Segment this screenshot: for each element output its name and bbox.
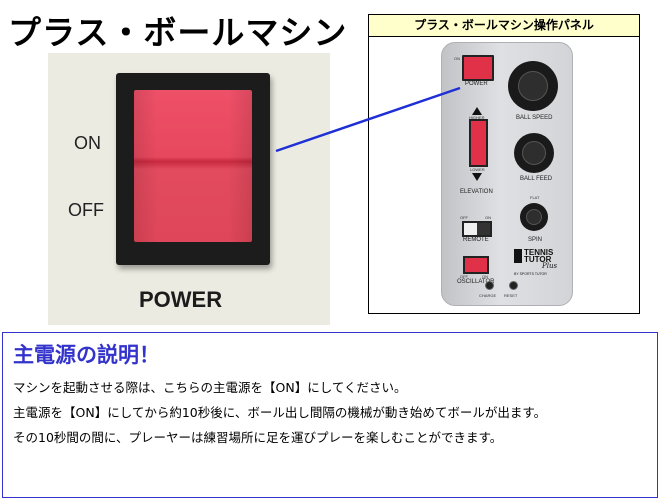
osc-on-text: ON — [482, 274, 488, 279]
explanation-title: 主電源の説明！ — [13, 343, 160, 367]
brand-by: BY SPORTS TUTOR — [514, 272, 547, 276]
spin-knob — [520, 203, 548, 231]
on-label: ON — [74, 133, 101, 153]
tennis-tutor-logo: TENNIS TUTOR Plus BY SPORTS TUTOR — [514, 249, 564, 279]
brand-line1: TENNIS — [524, 248, 554, 257]
power-label: POWER — [139, 287, 223, 312]
power-rocker-switch — [134, 90, 252, 242]
lower-text: LOWER — [470, 167, 485, 172]
panel-power-button — [462, 55, 494, 81]
charge-text: CHARGE — [479, 293, 497, 298]
elevation-down-arrow-icon — [472, 173, 482, 181]
ball-speed-knob — [508, 61, 558, 111]
spin-flat-text: FLAT — [530, 195, 540, 200]
ball-speed-text: BALL SPEED — [516, 115, 553, 121]
reset-button-icon — [509, 281, 518, 290]
elevation-up-arrow-icon — [472, 107, 482, 115]
ball-feed-text: BALL FEED — [520, 176, 553, 182]
osc-off-text: OFF — [460, 274, 468, 279]
remote-switch — [462, 221, 492, 237]
oscillator-text: OSCILLATOR — [457, 279, 495, 285]
elevation-switch — [469, 119, 488, 167]
remote-on-text: ON — [485, 215, 491, 220]
explanation-line-3: その10秒間の間に、プレーヤーは練習場所に足を運びプレーを楽しむことができます。 — [13, 430, 503, 445]
ball-feed-knob — [514, 133, 554, 173]
page-title: プラス・ボールマシン — [8, 13, 348, 52]
panel-power-text: POWER — [465, 81, 488, 87]
power-switch-photo: ON OFF POWER — [48, 53, 330, 325]
ball-machine-panel: ON POWER BALL SPEED HIGHER LOWER ELEVATI… — [441, 42, 573, 306]
reset-text: RESET — [504, 293, 518, 298]
explanation-box: 主電源の説明！ マシンを起動させる際は、こちらの主電源を【ON】にしてください。… — [2, 332, 658, 498]
operation-panel-frame: プラス・ボールマシン操作パネル ON POWER BALL SPEED HIGH… — [368, 14, 640, 314]
brand-plus: Plus — [542, 262, 558, 270]
brand-mark-icon — [514, 249, 522, 263]
higher-text: HIGHER — [469, 115, 485, 120]
elevation-text: ELEVATION — [460, 189, 493, 195]
remote-off-text: OFF — [460, 215, 468, 220]
off-label: OFF — [68, 200, 104, 220]
remote-text: REMOTE — [463, 237, 489, 243]
panel-power-on-text: ON — [454, 56, 460, 61]
spin-text: SPIN — [528, 237, 543, 243]
charge-jack-icon — [485, 281, 494, 290]
oscillator-switch — [463, 256, 489, 274]
brand-line2: TUTOR — [524, 255, 552, 264]
explanation-line-1: マシンを起動させる際は、こちらの主電源を【ON】にしてください。 — [13, 380, 407, 395]
panel-caption: プラス・ボールマシン操作パネル — [369, 15, 639, 37]
explanation-line-2: 主電源を【ON】にしてから約10秒後に、ボール出し間隔の機械が動き始めてボールが… — [13, 405, 547, 420]
rocker-shading — [134, 90, 252, 242]
